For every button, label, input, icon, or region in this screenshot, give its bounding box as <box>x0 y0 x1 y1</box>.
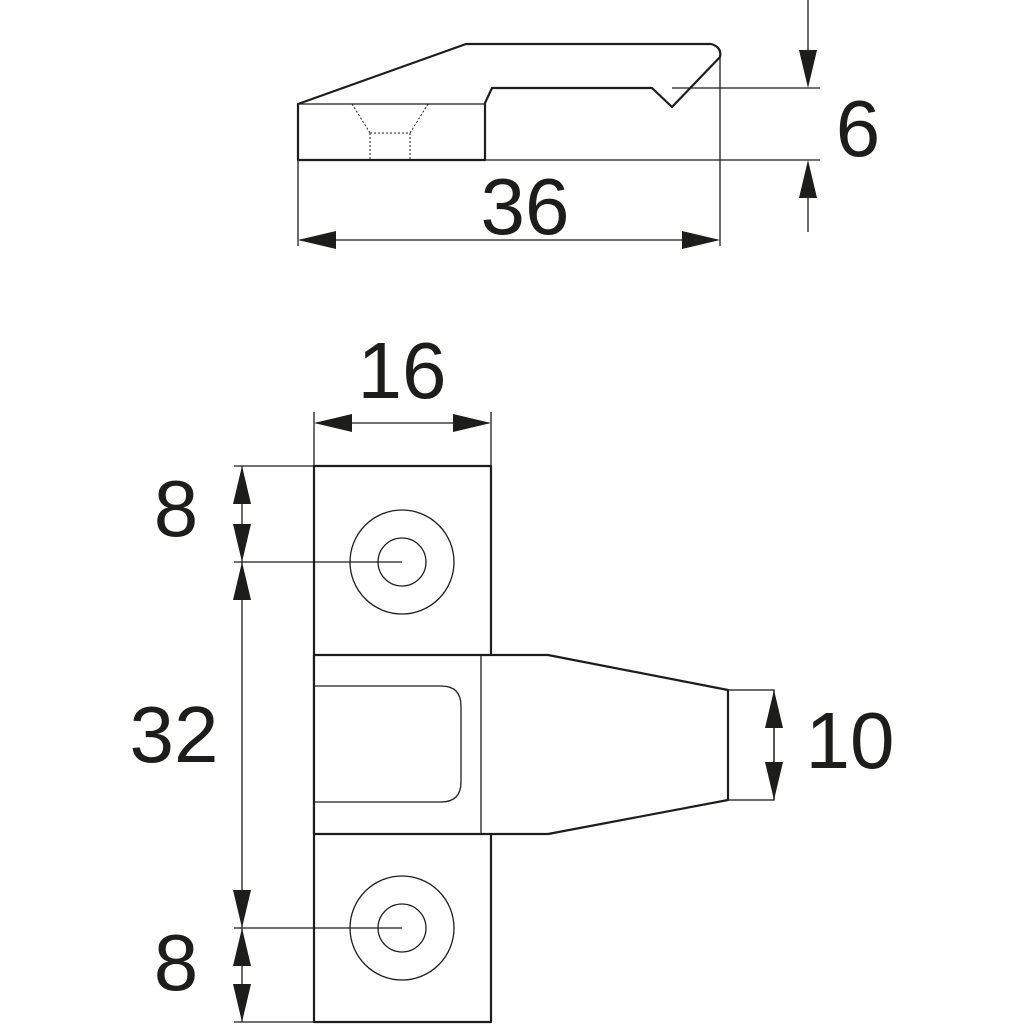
pocket <box>314 685 462 803</box>
width-arrow-left <box>314 414 352 432</box>
length-dimension: 36 <box>297 57 721 251</box>
plan-view: 16 8 32 8 10 <box>130 326 894 1024</box>
width-dimension: 16 <box>313 326 492 466</box>
length-label: 36 <box>481 162 570 251</box>
tongue-width-label: 10 <box>806 696 895 785</box>
height-arrow-top <box>799 50 817 88</box>
bottom-offset-arrow-top <box>233 928 251 966</box>
bottom-offset-label: 8 <box>154 918 199 1007</box>
tongue-width-arrow-top <box>765 690 783 728</box>
countersink-hidden-lines <box>351 103 429 160</box>
tongue <box>312 653 730 836</box>
length-arrow-left <box>298 231 336 249</box>
height-arrow-bottom <box>799 160 817 198</box>
spacing-arrow-bottom <box>233 890 251 928</box>
top-offset-arrow-top <box>233 466 251 504</box>
spacing-arrow-top <box>233 562 251 600</box>
hole-spacing-label: 32 <box>130 690 219 779</box>
top-offset-arrow-bottom <box>233 524 251 562</box>
width-arrow-right <box>453 414 491 432</box>
tongue-width-arrow-bottom <box>765 762 783 800</box>
top-offset-label: 8 <box>154 464 199 553</box>
side-view-profile <box>296 42 722 162</box>
length-arrow-right <box>682 231 720 249</box>
tongue-width-dimension: 10 <box>765 690 894 800</box>
height-label: 6 <box>836 84 881 173</box>
height-dimension: 6 <box>672 0 880 232</box>
tongue-end-face <box>727 689 775 801</box>
width-label: 16 <box>358 326 447 415</box>
side-view: 36 6 <box>296 0 880 251</box>
vertical-dimensions: 8 32 8 <box>130 464 402 1023</box>
bottom-offset-arrow-bottom <box>233 984 251 1022</box>
